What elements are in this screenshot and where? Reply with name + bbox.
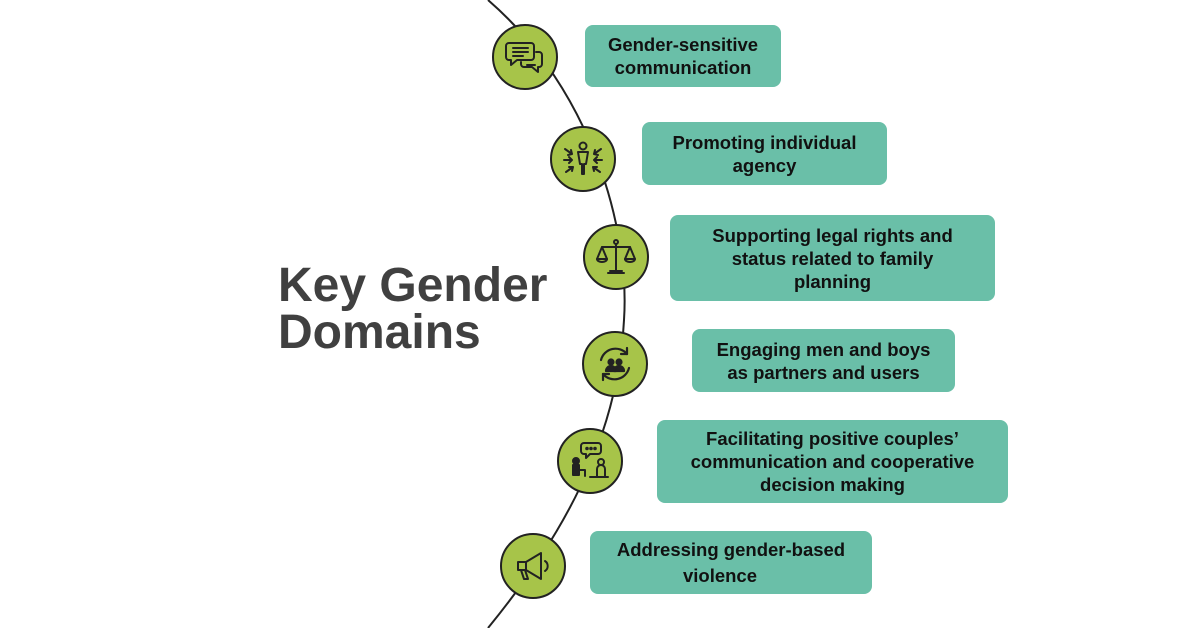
megaphone-icon	[500, 533, 566, 599]
couple-conversation-icon	[557, 428, 623, 494]
domain-1-line-1: Gender-sensitive	[607, 34, 759, 55]
page-title: Key Gender Domains	[278, 259, 548, 359]
domain-5-line-2: communication and cooperative	[690, 451, 975, 472]
domain-2-line-2: agency	[732, 154, 797, 176]
domain-1-line-2: communication	[614, 57, 752, 78]
people-cycle-icon	[582, 331, 648, 397]
domain-5-line-3: decision making	[760, 474, 905, 495]
domain-box-6: Addressing gender-based violence	[590, 531, 872, 594]
domain-3-line-2: status related to family	[731, 247, 934, 269]
speech-bubbles-icon	[492, 24, 558, 90]
domain-box-1: Gender-sensitive communication	[585, 25, 781, 87]
domain-box-3: Supporting legal rights and status relat…	[670, 215, 995, 301]
domain-5-line-1: Facilitating positive couples’	[706, 428, 959, 449]
domain-6-line-1: Addressing gender-based	[616, 539, 846, 560]
person-arrows-icon	[550, 126, 616, 192]
domain-6-line-2: violence	[682, 565, 758, 586]
domain-box-2: Promoting individual agency	[642, 122, 887, 185]
domain-4-line-1: Engaging men and boys	[716, 338, 931, 360]
title-line-2: Domains	[278, 306, 481, 359]
domain-4-line-2: as partners and users	[727, 361, 920, 383]
domain-box-5: Facilitating positive couples’ communica…	[657, 420, 1008, 503]
domain-3-line-1: Supporting legal rights and	[712, 224, 953, 246]
scales-icon	[583, 224, 649, 290]
domain-2-line-1: Promoting individual	[672, 131, 857, 153]
domain-3-line-3: planning	[793, 270, 872, 292]
domain-box-4: Engaging men and boys as partners and us…	[692, 329, 955, 392]
title-line-1: Key Gender	[278, 259, 548, 312]
